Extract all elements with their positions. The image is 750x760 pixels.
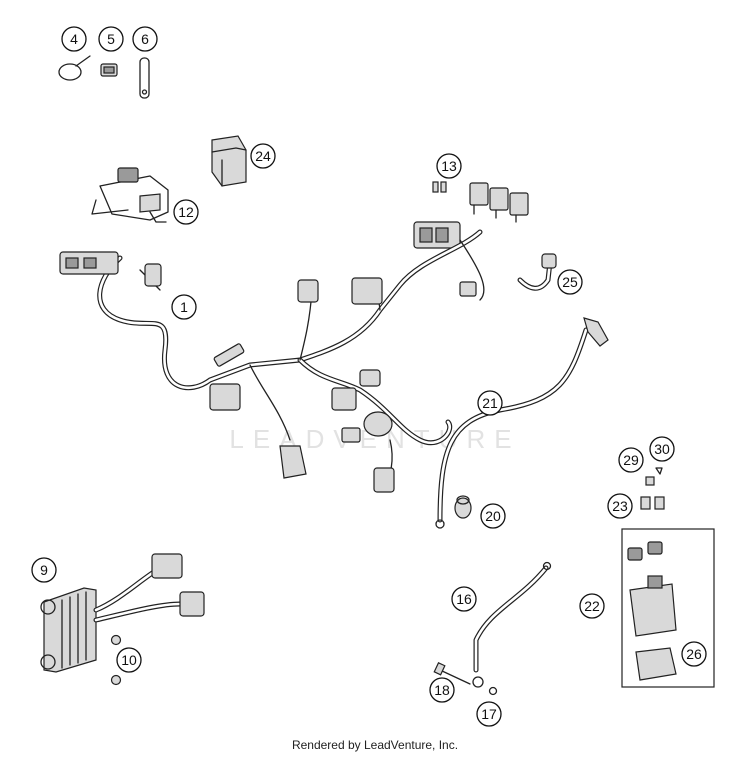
- callout-16: 16: [451, 586, 477, 612]
- svg-text:13: 13: [441, 158, 457, 174]
- svg-text:20: 20: [485, 508, 501, 524]
- callout-22: 22: [579, 593, 605, 619]
- svg-text:26: 26: [686, 646, 702, 662]
- callout-23: 23: [607, 493, 633, 519]
- footer-credit: Rendered by LeadVenture, Inc.: [291, 738, 459, 752]
- callout-5: 5: [98, 26, 124, 52]
- callout-18: 18: [429, 677, 455, 703]
- callout-25: 25: [557, 269, 583, 295]
- callout-12: 12: [173, 199, 199, 225]
- svg-text:30: 30: [654, 441, 670, 457]
- clip-part[interactable]: [100, 63, 118, 77]
- svg-text:16: 16: [456, 591, 472, 607]
- spare-fuse-part[interactable]: [640, 496, 665, 510]
- relay-cover-part[interactable]: [211, 135, 247, 187]
- svg-text:4: 4: [70, 31, 78, 47]
- starter-relay-group-box: [621, 528, 715, 688]
- callout-21: 21: [477, 390, 503, 416]
- svg-text:17: 17: [481, 706, 497, 722]
- callout-1: 1: [171, 294, 197, 320]
- svg-text:5: 5: [107, 31, 115, 47]
- svg-text:25: 25: [562, 274, 578, 290]
- callout-10: 10: [116, 647, 142, 673]
- svg-text:24: 24: [255, 148, 271, 164]
- callout-20: 20: [480, 503, 506, 529]
- fuse-part[interactable]: [432, 181, 447, 193]
- callout-17: 17: [476, 701, 502, 727]
- svg-text:9: 9: [40, 562, 48, 578]
- callout-4: 4: [61, 26, 87, 52]
- svg-text:21: 21: [482, 395, 498, 411]
- voltage-regulator-part[interactable]: [40, 553, 205, 673]
- relay-cover-small-part[interactable]: [635, 647, 677, 681]
- fuse-box-connectors: [413, 182, 529, 249]
- svg-text:1: 1: [180, 299, 188, 315]
- relay-fuse-part[interactable]: [627, 541, 663, 561]
- handlebar-switch-bracket-part[interactable]: [91, 167, 169, 223]
- main-wiring-harness-part[interactable]: [59, 229, 485, 493]
- starter-relay-part[interactable]: [629, 575, 677, 637]
- ground-bolt-part[interactable]: [433, 661, 471, 685]
- callout-26: 26: [681, 641, 707, 667]
- washer-part[interactable]: [488, 686, 498, 696]
- callout-24: 24: [250, 143, 276, 169]
- svg-text:18: 18: [434, 682, 450, 698]
- sensor-lead-part[interactable]: [517, 253, 557, 291]
- screw-part[interactable]: [655, 467, 663, 475]
- cable-tie-part[interactable]: [58, 55, 91, 81]
- svg-text:22: 22: [584, 598, 600, 614]
- plug-part[interactable]: [454, 495, 472, 519]
- callout-9: 9: [31, 557, 57, 583]
- svg-text:12: 12: [178, 204, 194, 220]
- svg-text:29: 29: [623, 452, 639, 468]
- nut-part[interactable]: [645, 476, 655, 486]
- strap-part[interactable]: [139, 57, 150, 99]
- ground-cable-part[interactable]: [472, 561, 552, 688]
- callout-6: 6: [132, 26, 158, 52]
- svg-text:10: 10: [121, 652, 137, 668]
- callout-13: 13: [436, 153, 462, 179]
- svg-text:6: 6: [141, 31, 149, 47]
- svg-text:23: 23: [612, 498, 628, 514]
- regulator-bolt-part[interactable]: [110, 634, 122, 686]
- callout-30: 30: [649, 436, 675, 462]
- callout-29: 29: [618, 447, 644, 473]
